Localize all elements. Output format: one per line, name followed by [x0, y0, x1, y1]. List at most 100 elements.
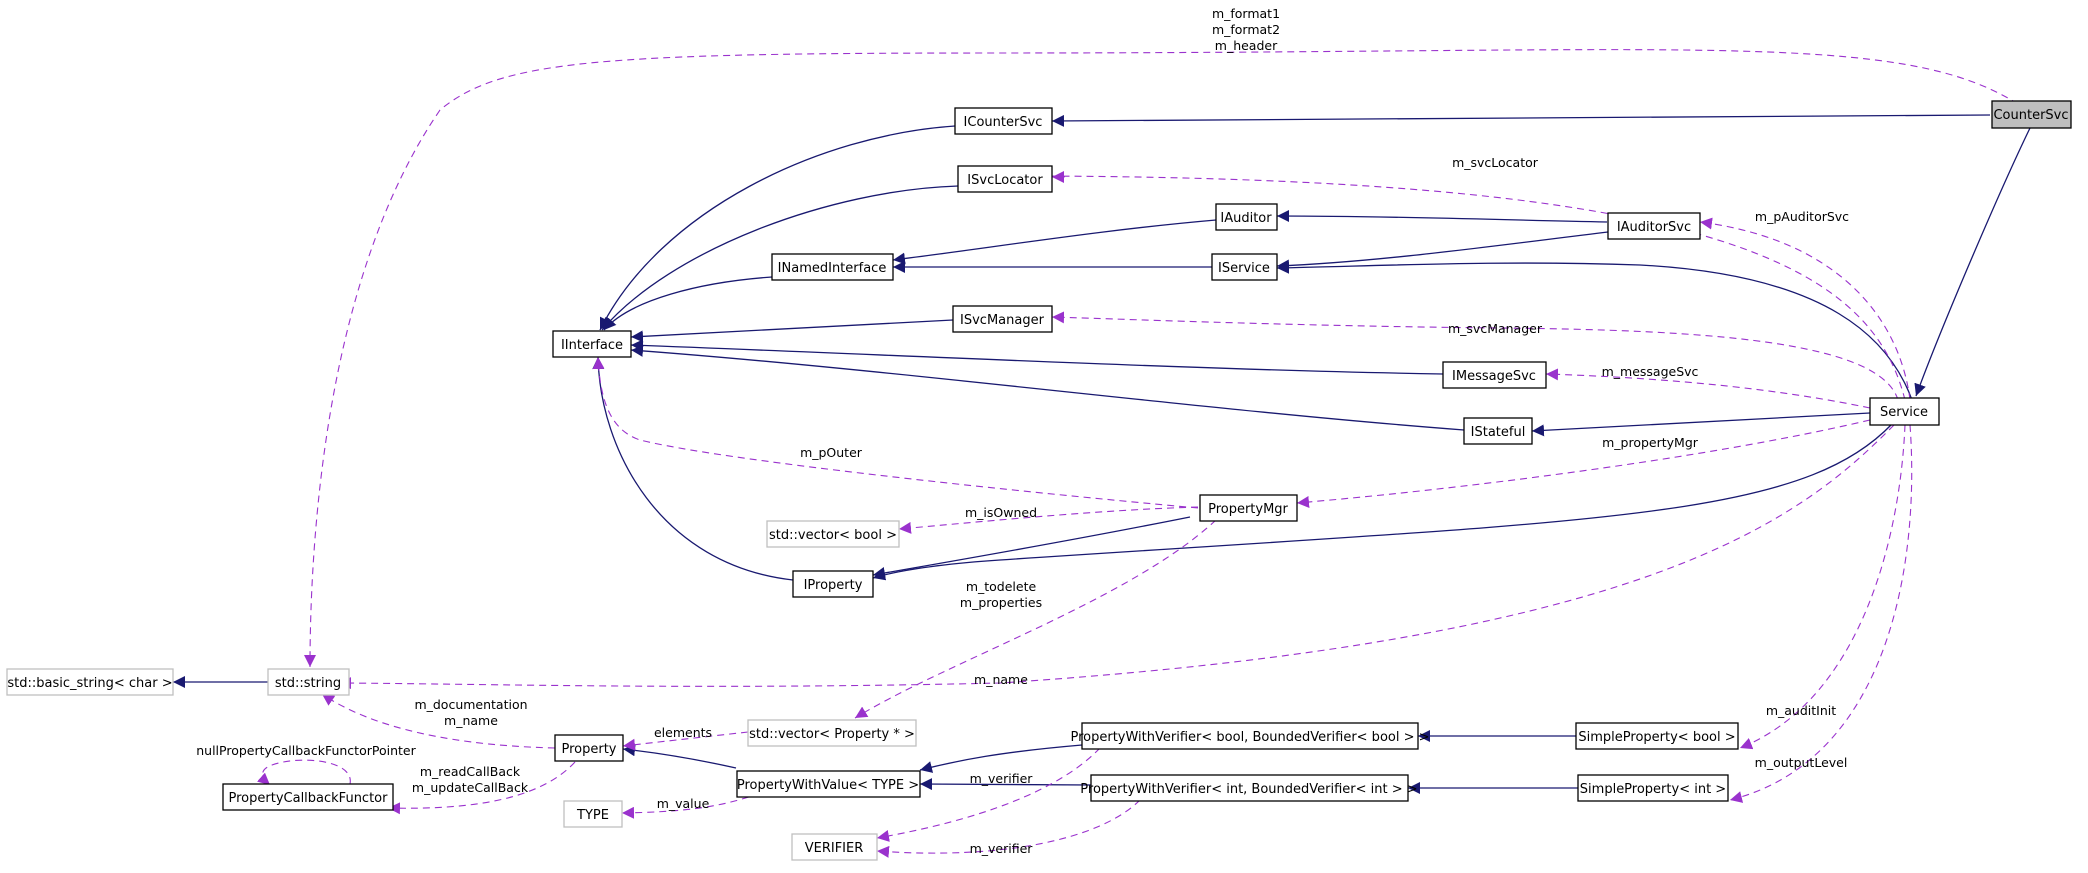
node-iproperty-label: IProperty	[804, 578, 863, 593]
edge-functor-self	[257, 759, 351, 786]
label-m-todelete: m_todelete	[966, 579, 1037, 594]
edge-service-simplebool	[1739, 424, 1906, 750]
node-verifier-label: VERIFIER	[805, 841, 864, 856]
node-isvcmanager-label: ISvcManager	[960, 313, 1045, 328]
edge-pwvint-verifier	[876, 799, 1141, 858]
node-iinterface[interactable]: IInterface	[552, 330, 632, 358]
usage-edges	[257, 49, 2019, 858]
edge-imessagesvc-iinterface	[630, 339, 1444, 375]
edge-isvcmanager-iinterface	[630, 319, 954, 343]
node-imessagesvc-label: IMessageSvc	[1452, 369, 1536, 384]
label-m-header: m_header	[1215, 38, 1278, 53]
edge-propertywithvalue-property	[622, 744, 737, 769]
node-iservice-label: IService	[1218, 261, 1270, 276]
node-inamedinterface-label: INamedInterface	[778, 261, 887, 276]
edge-property-functor	[387, 761, 576, 815]
edge-labels: m_format1 m_format2 m_header m_svcLocato…	[196, 6, 1849, 856]
edge-service-simpleint	[1729, 424, 1913, 803]
label-m-svcmanager: m_svcManager	[1448, 321, 1543, 336]
node-simpleproperty-bool[interactable]: SimpleProperty< bool >	[1575, 722, 1739, 750]
node-isvclocator-label: ISvcLocator	[967, 173, 1043, 188]
node-isvclocator[interactable]: ISvcLocator	[957, 165, 1053, 193]
node-istateful[interactable]: IStateful	[1463, 417, 1533, 445]
node-verifier[interactable]: VERIFIER	[791, 833, 878, 861]
edge-countersvc-stdstring	[304, 49, 2019, 668]
label-m-updatecallback: m_updateCallBack	[412, 780, 529, 795]
label-m-format2: m_format2	[1212, 22, 1280, 37]
inheritance-edges	[173, 114, 2031, 794]
edge-iauditorsvc-iauditor	[1276, 210, 1608, 223]
node-std-vector-property-label: std::vector< Property * >	[749, 727, 915, 742]
edge-iproperty-iinterface	[592, 356, 794, 581]
node-iproperty[interactable]: IProperty	[792, 570, 874, 598]
node-countersvc[interactable]: CounterSvc	[1991, 100, 2072, 129]
edge-propertymgr-iproperty	[872, 516, 1191, 579]
edge-icountersvc-iinterface	[599, 125, 956, 331]
nodes: CounterSvc ICounterSvc ISvcLocator IAudi…	[6, 100, 2072, 861]
edge-pwvint-propertywithvalue	[919, 778, 1092, 791]
label-m-messagesvc: m_messageSvc	[1602, 364, 1699, 379]
label-m-documentation: m_documentation	[414, 697, 527, 712]
node-iauditor[interactable]: IAuditor	[1215, 203, 1278, 231]
label-m-value: m_value	[657, 796, 710, 811]
node-propertycallbackfunctor[interactable]: PropertyCallbackFunctor	[222, 783, 394, 811]
node-istateful-label: IStateful	[1471, 425, 1526, 440]
edge-propertymgr-vectorbool	[898, 506, 1199, 534]
node-inamedinterface[interactable]: INamedInterface	[771, 253, 894, 281]
node-std-basic-string-label: std::basic_string< char >	[7, 676, 172, 691]
label-m-pouter: m_pOuter	[800, 445, 863, 460]
label-m-verifier-int: m_verifier	[970, 841, 1034, 856]
edge-pwvbool-propertywithvalue	[919, 744, 1083, 773]
label-m-outputlevel: m_outputLevel	[1755, 755, 1848, 770]
node-countersvc-label: CounterSvc	[1993, 108, 2068, 123]
edge-pwvbool-verifier	[876, 747, 1101, 842]
node-pwv-int-label: PropertyWithVerifier< int, BoundedVerifi…	[1080, 782, 1417, 797]
edge-propertymgr-iinterface	[592, 356, 1199, 509]
node-std-vector-property[interactable]: std::vector< Property * >	[747, 719, 917, 747]
node-iauditor-label: IAuditor	[1220, 211, 1272, 226]
edge-property-stdstring	[321, 693, 556, 749]
edge-vectorproperty-property	[622, 731, 749, 751]
node-pwv-bool-label: PropertyWithVerifier< bool, BoundedVerif…	[1070, 730, 1429, 745]
node-service[interactable]: Service	[1869, 397, 1940, 426]
edge-istateful-iinterface	[630, 344, 1465, 431]
label-m-properties: m_properties	[960, 595, 1042, 610]
edge-propertymgr-vectorproperty	[854, 519, 1217, 719]
node-isvcmanager[interactable]: ISvcManager	[952, 305, 1053, 333]
node-service-label: Service	[1880, 405, 1928, 420]
edge-iauditor-inamedinterface	[892, 219, 1217, 265]
node-propertymgr-label: PropertyMgr	[1208, 502, 1288, 517]
node-type[interactable]: TYPE	[563, 800, 623, 828]
node-property[interactable]: Property	[554, 734, 624, 762]
edge-isvclocator-iinterface	[601, 185, 959, 331]
node-simpleproperty-int[interactable]: SimpleProperty< int >	[1577, 774, 1729, 802]
label-m-svclocator: m_svcLocator	[1452, 155, 1539, 170]
node-icountersvc-label: ICounterSvc	[964, 115, 1043, 130]
node-iauditorsvc[interactable]: IAuditorSvc	[1607, 212, 1701, 240]
edge-countersvc-icountersvc	[1051, 114, 1991, 127]
label-m-readcallback: m_readCallBack	[420, 764, 521, 779]
node-std-string-label: std::string	[275, 676, 341, 691]
node-propertycallbackfunctor-label: PropertyCallbackFunctor	[229, 791, 389, 806]
node-propertywithvalue[interactable]: PropertyWithValue< TYPE >	[736, 770, 921, 798]
node-propertymgr[interactable]: PropertyMgr	[1199, 494, 1298, 522]
node-imessagesvc[interactable]: IMessageSvc	[1442, 361, 1547, 389]
edge-service-imessagesvc	[1545, 368, 1871, 409]
node-std-basic-string[interactable]: std::basic_string< char >	[6, 668, 174, 696]
edge-service-isvcmanager	[1051, 311, 1899, 401]
node-property-label: Property	[561, 742, 616, 757]
node-std-vector-bool[interactable]: std::vector< bool >	[766, 520, 900, 548]
edge-service-istateful	[1531, 412, 1871, 437]
node-propertywithvalue-label: PropertyWithValue< TYPE >	[737, 778, 919, 793]
node-iservice[interactable]: IService	[1211, 253, 1278, 281]
node-std-string[interactable]: std::string	[267, 668, 350, 696]
node-icountersvc[interactable]: ICounterSvc	[954, 107, 1053, 135]
edge-iauditorsvc-iservice	[1276, 231, 1609, 272]
node-pwv-bool[interactable]: PropertyWithVerifier< bool, BoundedVerif…	[1070, 722, 1430, 750]
node-pwv-int[interactable]: PropertyWithVerifier< int, BoundedVerifi…	[1080, 774, 1418, 802]
edge-inamedinterface-iinterface	[603, 276, 773, 331]
node-simpleproperty-int-label: SimpleProperty< int >	[1580, 782, 1726, 797]
edge-countersvc-service	[1914, 127, 2031, 397]
label-m-name-property: m_name	[444, 713, 498, 728]
